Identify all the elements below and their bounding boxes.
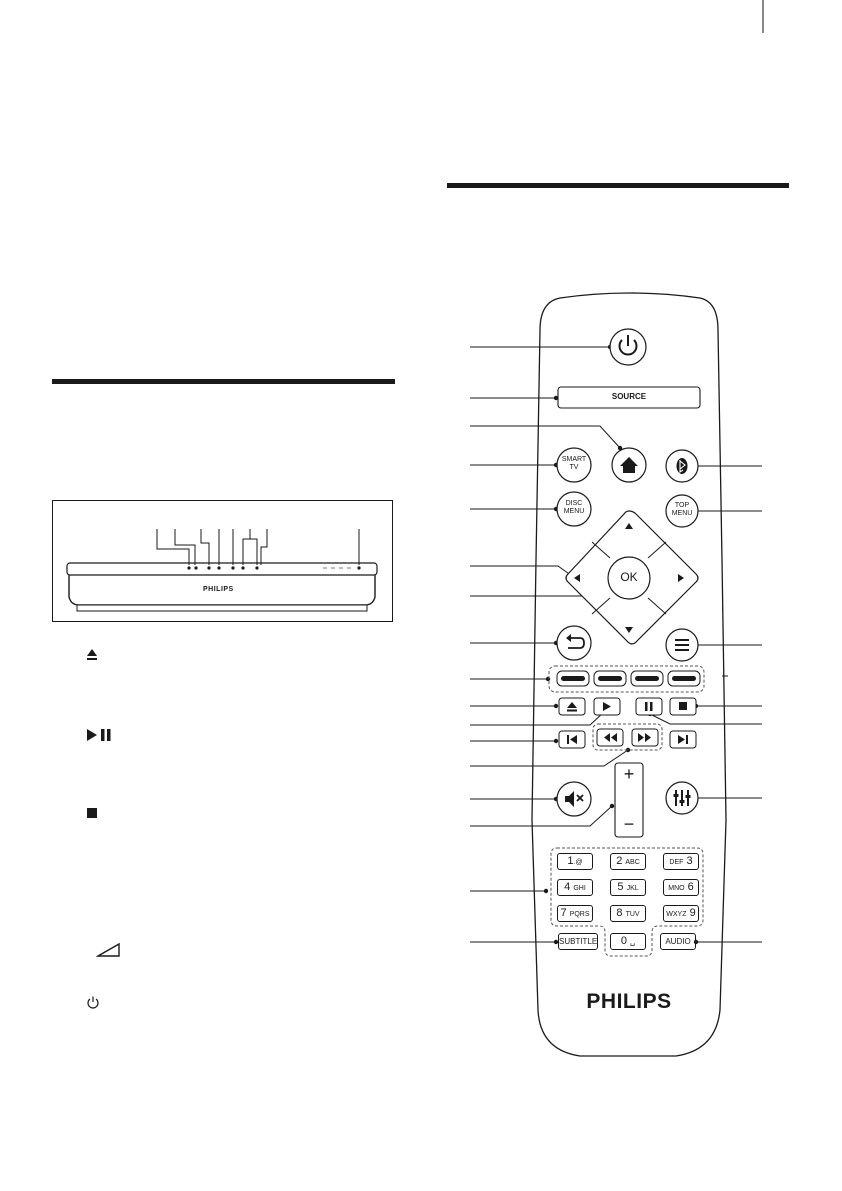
rewind-button[interactable] xyxy=(596,728,624,747)
stop-control-item xyxy=(86,807,98,819)
eject-icon xyxy=(87,649,97,660)
source-button[interactable] xyxy=(557,386,701,409)
pause-button[interactable] xyxy=(635,697,663,716)
play-pause-control-item xyxy=(86,728,112,742)
key-1[interactable]: 1.@ xyxy=(557,853,593,870)
smart-tv-button[interactable] xyxy=(556,447,592,483)
top-right-edge-line xyxy=(762,0,764,33)
home-button[interactable] xyxy=(611,447,647,483)
bluetooth-icon xyxy=(679,460,686,474)
player-top-panel xyxy=(66,562,378,576)
source-label: SOURCE xyxy=(611,392,647,401)
stop-icon xyxy=(87,808,97,818)
sound-settings-button[interactable] xyxy=(665,781,699,815)
right-section-rule xyxy=(447,183,789,188)
remote-brand-logo: PHILIPS xyxy=(586,990,672,1013)
player-illustration xyxy=(66,529,378,612)
key-6[interactable]: MNO 6 xyxy=(663,879,699,896)
next-button[interactable] xyxy=(669,730,697,749)
fast-forward-button[interactable] xyxy=(631,728,659,747)
subtitle-button[interactable]: SUBTITLE xyxy=(558,933,598,950)
key-0[interactable]: 0 ␣ xyxy=(610,933,646,950)
bluetooth-button[interactable] xyxy=(665,449,699,483)
play-pause-icon xyxy=(87,729,111,741)
key-2[interactable]: 2 ABC xyxy=(610,853,646,870)
top-menu-button[interactable] xyxy=(665,494,699,528)
down-arrow-icon xyxy=(625,627,633,633)
player-base xyxy=(76,604,368,612)
up-arrow-icon xyxy=(625,523,633,529)
previous-button[interactable] xyxy=(558,730,586,749)
options-menu-button[interactable] xyxy=(665,628,699,662)
volume-wedge-icon xyxy=(96,942,120,957)
key-9[interactable]: WXYZ 9 xyxy=(663,905,699,922)
play-button[interactable] xyxy=(593,697,621,716)
left-section-rule xyxy=(52,379,395,384)
volume-control-item xyxy=(96,942,122,958)
back-button[interactable] xyxy=(556,625,592,661)
smart-tv-label: SMART TV xyxy=(561,456,587,471)
home-icon xyxy=(620,457,638,473)
stop-button[interactable] xyxy=(669,697,697,716)
power-control-item xyxy=(86,995,100,1009)
volume-plus-label: + xyxy=(623,764,635,784)
navigation-pad[interactable] xyxy=(565,510,699,645)
volume-rocker[interactable] xyxy=(614,762,644,838)
key-8[interactable]: 8 TUV xyxy=(610,905,646,922)
keypad-group xyxy=(550,847,704,957)
right-arrow-icon xyxy=(678,574,684,582)
back-arrow-icon xyxy=(566,634,571,642)
key-3[interactable]: DEF 3 xyxy=(663,853,699,870)
mute-button[interactable] xyxy=(556,781,592,817)
key-7[interactable]: 7 PQRS xyxy=(557,905,593,922)
mute-icon xyxy=(565,791,574,807)
key-5[interactable]: 5 JKL xyxy=(610,879,646,896)
color-buttons[interactable] xyxy=(556,670,701,687)
top-menu-label: TOP MENU xyxy=(671,502,693,517)
remote-body xyxy=(531,292,727,1057)
power-icon xyxy=(87,996,99,1009)
player-brand-logo: PHILIPS xyxy=(203,586,234,593)
volume-minus-label: − xyxy=(623,814,635,834)
disc-menu-button[interactable] xyxy=(556,491,592,527)
menu-icon xyxy=(675,639,689,651)
color-buttons-group xyxy=(548,665,705,693)
ok-button xyxy=(607,556,651,600)
disc-menu-label: DISC MENU xyxy=(563,500,585,515)
left-arrow-icon xyxy=(574,574,580,582)
eject-control-item xyxy=(86,648,98,662)
eject-button[interactable] xyxy=(558,697,586,716)
number-keypad: 1.@ 2 ABC DEF 3 4 GHI 5 JKL MNO 6 7 PQRS… xyxy=(557,853,699,953)
key-4[interactable]: 4 GHI xyxy=(557,879,593,896)
remote-power-button[interactable] xyxy=(609,328,647,366)
ok-label: OK xyxy=(620,570,638,584)
audio-button[interactable]: AUDIO xyxy=(660,933,696,950)
player-illustration-frame: PHILIPS xyxy=(52,500,393,622)
